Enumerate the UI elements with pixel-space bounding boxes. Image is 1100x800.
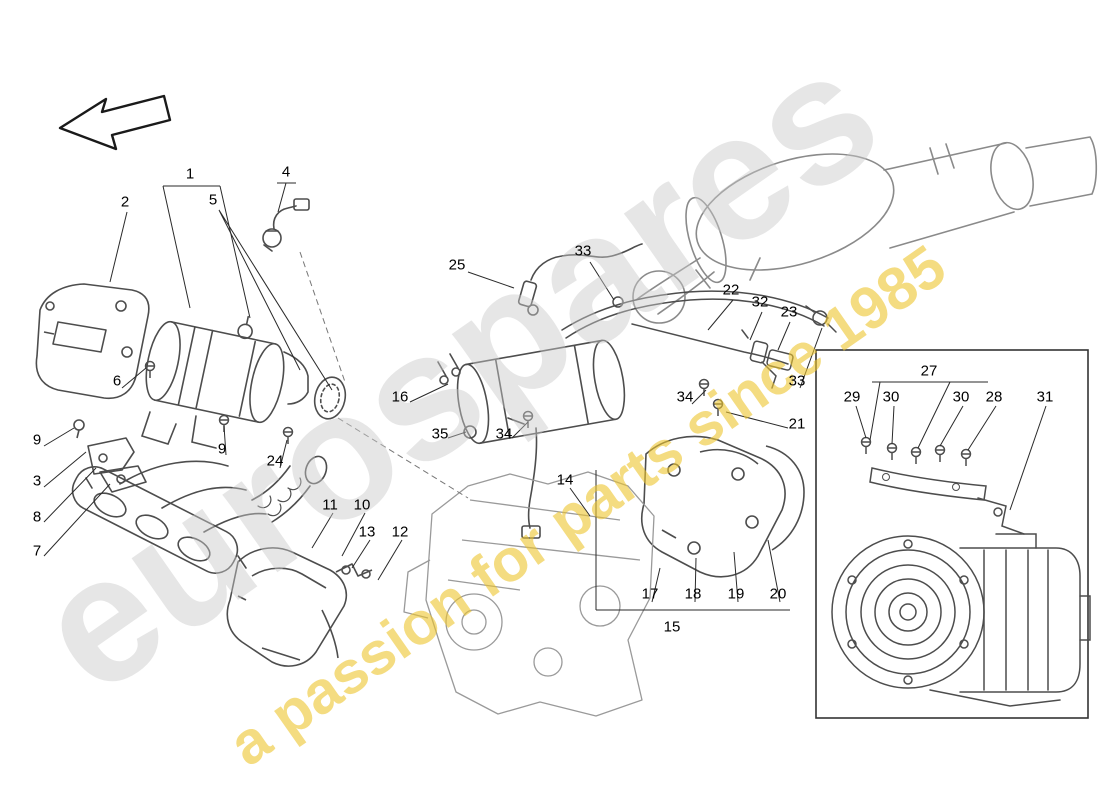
detail-inset-box: [815, 349, 1089, 719]
callout-34-left[interactable]: 34: [495, 425, 513, 443]
callout-15[interactable]: 15: [663, 618, 681, 636]
callout-12[interactable]: 12: [391, 523, 409, 541]
callout-18[interactable]: 18: [684, 585, 702, 603]
oxygen-sensor: [262, 198, 310, 252]
gearbox-bolts: [860, 436, 987, 501]
mounting-brackets: [73, 419, 147, 493]
callout-30-a[interactable]: 30: [882, 388, 900, 406]
callout-21[interactable]: 21: [788, 415, 806, 433]
callout-23[interactable]: 23: [780, 303, 798, 321]
callout-33-top[interactable]: 33: [574, 242, 592, 260]
catalytic-converter-front: [140, 315, 347, 449]
callout-19[interactable]: 19: [727, 585, 745, 603]
heat-shield-lower: [226, 547, 373, 667]
callout-34-right[interactable]: 34: [676, 388, 694, 406]
gearbox-detail: [831, 497, 1091, 707]
construction-lines: [299, 251, 469, 499]
callout-24[interactable]: 24: [266, 452, 284, 470]
callout-27[interactable]: 27: [920, 362, 938, 380]
callout-30-b[interactable]: 30: [952, 388, 970, 406]
callout-4[interactable]: 4: [281, 163, 291, 181]
callout-14[interactable]: 14: [556, 471, 574, 489]
exhaust-manifold: [71, 455, 328, 574]
callout-17[interactable]: 17: [641, 585, 659, 603]
breather-pipes: [561, 290, 837, 389]
heat-shield-rear: [640, 435, 805, 578]
callout-16[interactable]: 16: [391, 388, 409, 406]
callout-9-left[interactable]: 9: [32, 431, 42, 449]
callout-3[interactable]: 3: [32, 472, 42, 490]
callout-29[interactable]: 29: [843, 388, 861, 406]
catalytic-converter-centre: [437, 339, 626, 539]
callout-25[interactable]: 25: [448, 256, 466, 274]
callout-5[interactable]: 5: [208, 191, 218, 209]
callout-33-right[interactable]: 33: [788, 372, 806, 390]
callout-22[interactable]: 22: [722, 281, 740, 299]
leader-lines: [43, 182, 1047, 611]
callout-9-mid[interactable]: 9: [217, 440, 227, 458]
callout-7[interactable]: 7: [32, 542, 42, 560]
callout-32[interactable]: 32: [751, 293, 769, 311]
callout-11[interactable]: 11: [322, 496, 338, 514]
callout-8[interactable]: 8: [32, 508, 42, 526]
callout-31[interactable]: 31: [1036, 388, 1054, 406]
callout-6[interactable]: 6: [112, 372, 122, 390]
callout-10[interactable]: 10: [353, 496, 371, 514]
engine-block-ghost: [403, 471, 655, 717]
exhaust-temperature-sensor: [517, 243, 643, 316]
callout-35[interactable]: 35: [431, 425, 449, 443]
rear-exhaust-pipe: [632, 136, 1098, 324]
callout-28[interactable]: 28: [985, 388, 1003, 406]
callout-20[interactable]: 20: [769, 585, 787, 603]
callout-13[interactable]: 13: [358, 523, 376, 541]
callout-2[interactable]: 2: [120, 193, 130, 211]
callout-1[interactable]: 1: [185, 165, 195, 183]
direction-arrow-icon: [58, 94, 172, 151]
